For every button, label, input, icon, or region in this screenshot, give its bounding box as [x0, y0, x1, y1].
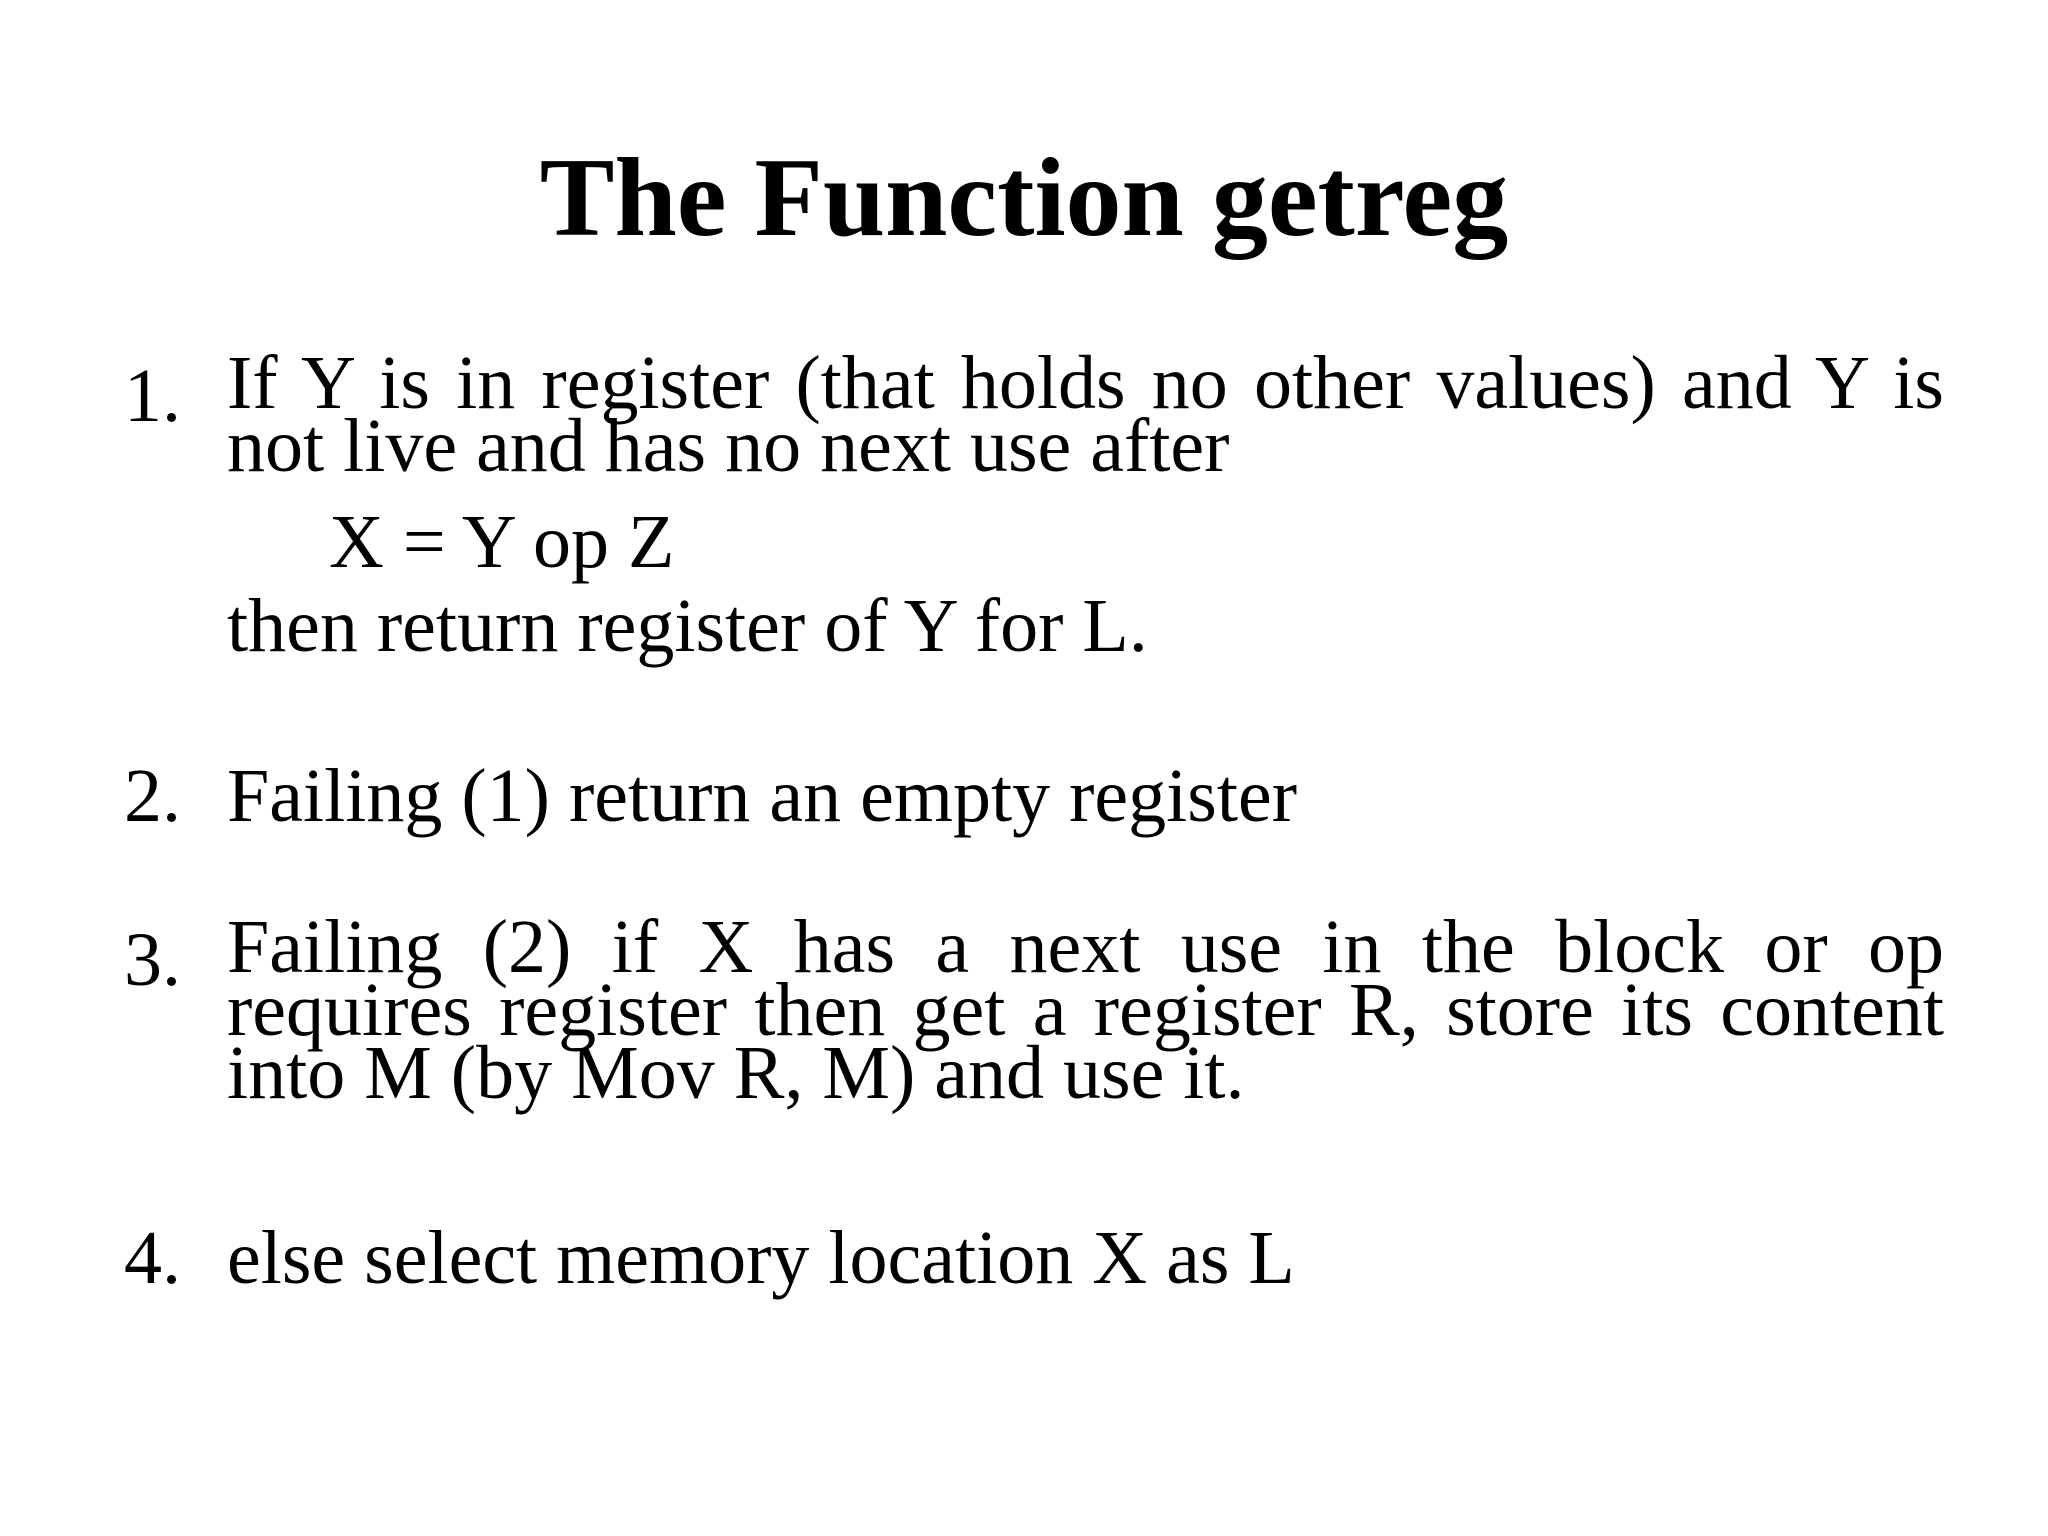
list-item-number: 2.	[124, 754, 181, 838]
list-item-line: Failing (2) if X has a next use in the b…	[227, 905, 1944, 989]
list-item-line: requires register then get a register R,…	[227, 968, 1944, 1052]
list-item-body: else select memory location X as L	[227, 1214, 1944, 1302]
list-item-conclusion: then return register of Y for L.	[227, 584, 1148, 668]
code-expression: X = Y op Z	[329, 500, 675, 584]
list-item-text: else select memory location X as L	[227, 1216, 1295, 1300]
list-item-body: If Y is in register (that holds no other…	[227, 341, 1944, 670]
list-item-number: 4.	[124, 1216, 181, 1300]
list-item-number: 1.	[124, 354, 181, 438]
list-item-body: Failing (1) return an empty register	[227, 752, 1944, 840]
list-item-line: If Y is in register (that holds no other…	[227, 341, 1944, 425]
list-item-line: not live and has no next use after	[227, 404, 1230, 488]
list-item-text: Failing (1) return an empty register	[227, 754, 1298, 838]
list-item-number: 3.	[124, 918, 181, 1002]
slide-title: The Function getreg	[539, 136, 1509, 260]
list-item-body: Failing (2) if X has a next use in the b…	[227, 905, 1944, 1115]
list-item-line: into M (by Mov R, M) and use it.	[227, 1031, 1245, 1115]
